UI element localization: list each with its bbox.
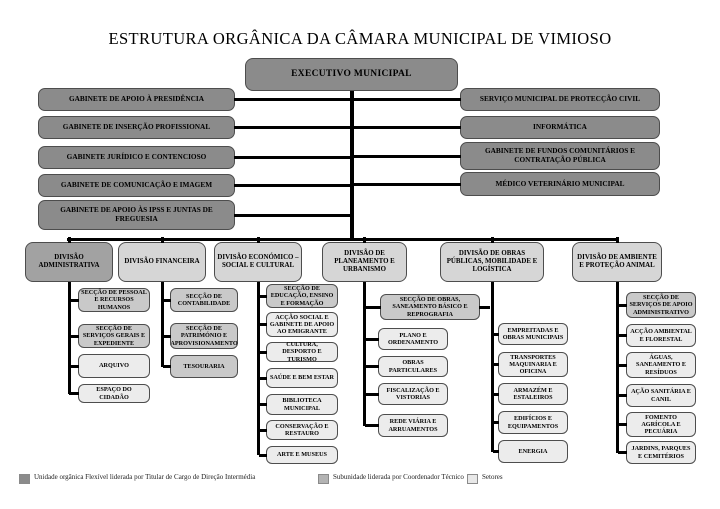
node-informatica: INFORMÁTICA xyxy=(352,116,660,139)
node-gabinete-apoio-ipss-juntas: GABINETE DE APOIO ÀS IPSS E JUNTAS DE FR… xyxy=(38,200,352,230)
legend-swatch-unidade-organica xyxy=(19,474,30,484)
legend-label-setores: Setores xyxy=(482,473,503,481)
node-gabinete-fundos-comunitarios: GABINETE DE FUNDOS COMUNITÁRIOS E CONTRA… xyxy=(352,142,660,170)
node-tesouraria: TESOURARIA xyxy=(163,355,238,378)
node-gabinete-apoio-presidencia: GABINETE DE APOIO À PRESIDÊNCIA xyxy=(38,88,352,111)
node-divisao-financeira: DIVISÃO FINANCEIRA xyxy=(118,237,206,282)
spine-col5-connector xyxy=(615,282,619,453)
legend-label-subunidade: Subunidade liderada por Coordenador Técn… xyxy=(333,473,464,481)
chart-title: ESTRUTURA ORGÂNICA DA CÂMARA MUNICIPAL D… xyxy=(108,29,612,48)
node-seccao-servicos-gerais-expediente: SECÇÃO DE SERVIÇOS GERAIS E EXPEDIENTE xyxy=(69,324,150,348)
node-seccao-contabilidade: SECÇÃO DE CONTABILIDADE xyxy=(163,288,238,312)
node-cultura-desporto-turismo: CULTURA, DESPORTO E TURISMO xyxy=(259,341,338,363)
node-rede-viaria-arruamentos: REDE VIÁRIA E ARRUAMENTOS xyxy=(365,414,448,437)
node-saude-bem-estar: SAÚDE E BEM ESTAR xyxy=(259,368,338,388)
spine-col4-connector xyxy=(490,282,494,452)
node-conservacao-restauro: CONSERVAÇÃO E RESTAURO xyxy=(259,420,338,440)
node-edificios-equipamentos: EDIFÍCIOS E EQUIPAMENTOS xyxy=(493,411,568,434)
node-biblioteca-municipal: BIBLIOTECA MUNICIPAL xyxy=(259,394,338,415)
node-acao-sanitaria-canil: AÇÃO SANITÁRIA E CANIL xyxy=(618,384,696,407)
legend-swatch-subunidade xyxy=(318,474,329,484)
node-accao-social-apoio-emigrante: ACÇÃO SOCIAL E GABINETE DE APOIO AO EMIG… xyxy=(259,312,338,337)
node-divisao-obras-publicas: DIVISÃO DE OBRAS PÚBLICAS, MOBILIDADE E … xyxy=(440,237,544,282)
node-executivo-municipal: EXECUTIVO MUNICIPAL xyxy=(245,58,458,91)
node-energia: ENERGIA xyxy=(493,440,568,463)
node-seccao-pessoal-recursos-humanos: SECÇÃO DE PESSOAL E RECURSOS HUMANOS xyxy=(69,288,150,312)
node-seccao-educacao-ensino-formacao: SECÇÃO DE EDUCAÇÃO, ENSINO E FORMAÇÃO xyxy=(259,284,338,308)
division-bus-connector xyxy=(67,238,619,241)
node-espaco-do-cidadao: ESPAÇO DO CIDADÃO xyxy=(69,384,150,403)
node-gabinete-comunicacao-imagem: GABINETE DE COMUNICAÇÃO E IMAGEM xyxy=(38,174,352,197)
node-obras-particulares: OBRAS PARTICULARES xyxy=(365,356,448,377)
node-plano-ordenamento: PLANO E ORDENAMENTO xyxy=(365,328,448,350)
node-arquivo: ARQUIVO xyxy=(69,354,150,378)
node-jardins-parques-cemiterios: JARDINS, PARQUES E CEMITÉRIOS xyxy=(618,441,696,464)
node-armazem-estaleiros: ARMAZÉM E ESTALEIROS xyxy=(493,383,568,405)
spine-col2-connector xyxy=(256,282,260,455)
node-fiscalizacao-vistorias: FISCALIZAÇÃO E VISTORIAS xyxy=(365,383,448,405)
node-accao-ambiental-florestal: ACÇÃO AMBIENTAL E FLORESTAL xyxy=(618,324,696,347)
node-servico-proteccao-civil: SERVIÇO MUNICIPAL DE PROTECÇÃO CIVIL xyxy=(352,88,660,111)
trunk-connector xyxy=(350,89,354,241)
spine-col0-connector xyxy=(67,282,71,394)
node-divisao-planeamento-urbanismo: DIVISÃO DE PLANEAMENTO E URBANISMO xyxy=(322,237,407,282)
node-divisao-economico-social-cultural: DIVISÃO ECONÓMICO – SOCIAL E CULTURAL xyxy=(214,237,302,282)
node-arte-museus: ARTE E MUSEUS xyxy=(259,446,338,464)
node-empreitadas-obras-municipais: EMPREITADAS E OBRAS MUNICIPAIS xyxy=(493,323,568,345)
node-transportes-maquinaria-oficina: TRANSPORTES MAQUINARIA E OFICINA xyxy=(493,352,568,377)
node-seccao-obras-saneamento-reprografia: SECÇÃO DE OBRAS, SANEAMENTO BÁSICO E REP… xyxy=(365,294,490,320)
node-seccao-patrimonio-aprovisionamento: SECÇÃO DE PATRIMÓNIO E APROVISIONAMENTO xyxy=(163,323,238,349)
spine-col1-connector xyxy=(160,282,164,367)
node-divisao-ambiente-protecao-animal: DIVISÃO DE AMBIENTE E PROTEÇÃO ANIMAL xyxy=(572,237,662,282)
legend-label-unidade-organica: Unidade orgânica Flexível liderada por T… xyxy=(34,473,256,481)
legend-swatch-setores xyxy=(467,474,478,484)
node-medico-veterinario: MÉDICO VETERINÁRIO MUNICIPAL xyxy=(352,172,660,196)
node-gabinete-juridico-contencioso: GABINETE JURÍDICO E CONTENCIOSO xyxy=(38,146,352,169)
node-gabinete-insercao-profissional: GABINETE DE INSERÇÃO PROFISSIONAL xyxy=(38,116,352,139)
node-divisao-administrativa: DIVISÃO ADMINISTRATIVA xyxy=(25,237,113,282)
node-fomento-agricola-pecuaria: FOMENTO AGRÍCOLA E PECUÁRIA xyxy=(618,412,696,437)
node-aguas-saneamento-residuos: ÁGUAS, SANEAMENTO E RESÍDUOS xyxy=(618,352,696,378)
spine-col3-connector xyxy=(363,282,366,426)
node-seccao-servicos-apoio-administrativo: SECÇÃO DE SERVIÇOS DE APOIO ADMINISTRATI… xyxy=(618,292,696,318)
